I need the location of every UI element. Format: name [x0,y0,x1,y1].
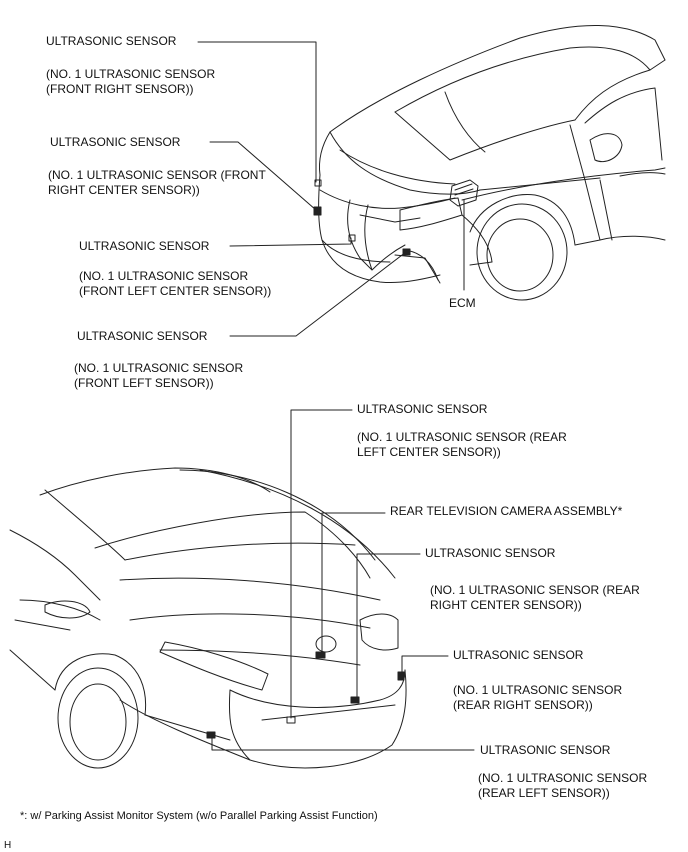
front-left-center-sensor-detail: (NO. 1 ULTRASONIC SENSOR (FRONT LEFT CEN… [79,269,272,298]
rear-left-sensor-title: ULTRASONIC SENSOR [480,743,611,757]
rear-right-center-sensor-title: ULTRASONIC SENSOR [425,546,556,560]
rear-left-center-sensor-title: ULTRASONIC SENSOR [357,402,488,416]
rear-right-sensor-detail: (NO. 1 ULTRASONIC SENSOR (REAR RIGHT SEN… [453,683,623,712]
front-right-sensor-detail: (NO. 1 ULTRASONIC SENSOR (FRONT RIGHT SE… [46,67,216,96]
front-right-center-sensor-detail: (NO. 1 ULTRASONIC SENSOR (FRONT RIGHT CE… [48,168,266,197]
rear-right-sensor-title: ULTRASONIC SENSOR [453,648,584,662]
front-left-sensor-detail: (NO. 1 ULTRASONIC SENSOR (FRONT LEFT SEN… [74,361,244,390]
rear-left-sensor-detail: (NO. 1 ULTRASONIC SENSOR (REAR LEFT SENS… [478,771,648,800]
front-leader-lines [197,41,465,337]
footnote: *: w/ Parking Assist Monitor System (w/o… [20,810,378,822]
front-left-sensor-title: ULTRASONIC SENSOR [77,329,208,343]
front-right-sensor-title: ULTRASONIC SENSOR [46,34,177,48]
front-right-center-sensor-title: ULTRASONIC SENSOR [50,135,181,149]
rear-right-center-sensor-detail: (NO. 1 ULTRASONIC SENSOR (REAR RIGHT CEN… [430,583,640,612]
rear-vehicle-drawing [9,467,407,769]
front-left-center-sensor-title: ULTRASONIC SENSOR [79,239,210,253]
ecm-label: ECM [449,296,476,310]
corner-mark: H [4,840,12,851]
rear-leader-lines [211,409,475,751]
rear-camera-label: REAR TELEVISION CAMERA ASSEMBLY* [390,504,623,518]
rear-left-center-sensor-detail: (NO. 1 ULTRASONIC SENSOR (REAR LEFT CENT… [357,430,567,459]
front-vehicle-drawing [313,25,666,301]
